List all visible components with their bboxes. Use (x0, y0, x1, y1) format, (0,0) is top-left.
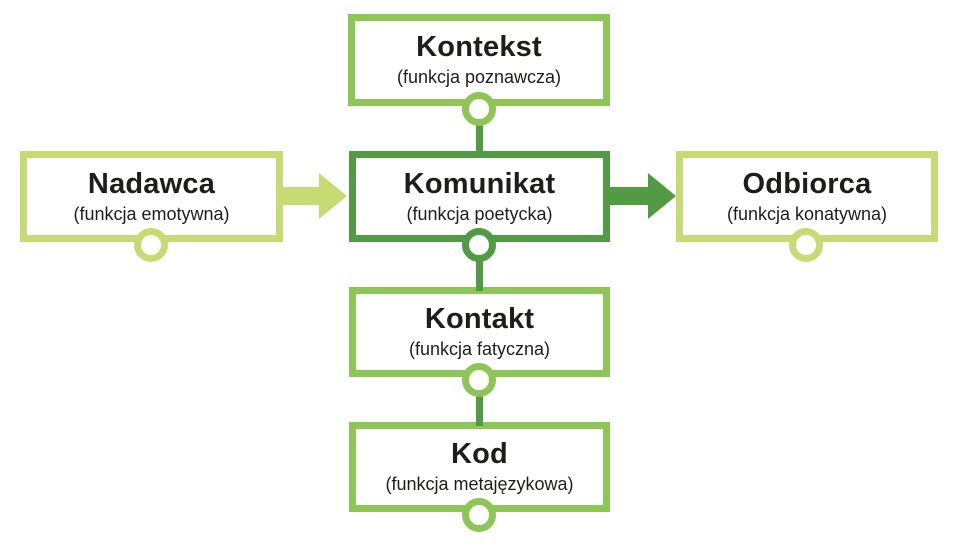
node-kod-subtitle: (funkcja metajęzykowa) (385, 474, 574, 495)
node-kontekst-subtitle: (funkcja poznawcza) (396, 67, 562, 88)
node-komunikat-title: Komunikat (403, 167, 556, 200)
kontekst-port-circle (462, 92, 496, 126)
node-kontekst: Kontekst (funkcja poznawcza) (348, 14, 610, 106)
odbiorca-port-circle (789, 228, 823, 262)
arrow-right-shape (609, 173, 676, 219)
komunikat-kontakt-connector-line (476, 256, 483, 291)
kontakt-kod-connector-line (476, 391, 483, 426)
kontakt-port-circle (462, 363, 496, 397)
node-kontekst-title: Kontekst (416, 31, 542, 64)
kontekst-komunikat-connector-line (476, 120, 483, 155)
node-odbiorca: Odbiorca (funkcja konatywna) (676, 151, 938, 242)
arrow-right-shape (283, 173, 347, 219)
node-kod-title: Kod (451, 438, 508, 471)
node-kontakt-subtitle: (funkcja fatyczna) (408, 339, 551, 360)
kod-port-circle (462, 498, 496, 532)
node-nadawca-title: Nadawca (87, 167, 216, 200)
komunikat-to-odbiorca-arrow-icon (609, 173, 676, 219)
nadawca-port-circle (134, 228, 168, 262)
node-nadawca-subtitle: (funkcja emotywna) (73, 203, 230, 224)
node-odbiorca-subtitle: (funkcja konatywna) (726, 203, 888, 224)
komunikat-port-circle (462, 228, 496, 262)
node-komunikat-subtitle: (funkcja poetycka) (406, 203, 553, 224)
node-kontakt-title: Kontakt (424, 303, 535, 336)
nadawca-to-komunikat-arrow-icon (283, 173, 347, 219)
node-odbiorca-title: Odbiorca (742, 167, 872, 200)
